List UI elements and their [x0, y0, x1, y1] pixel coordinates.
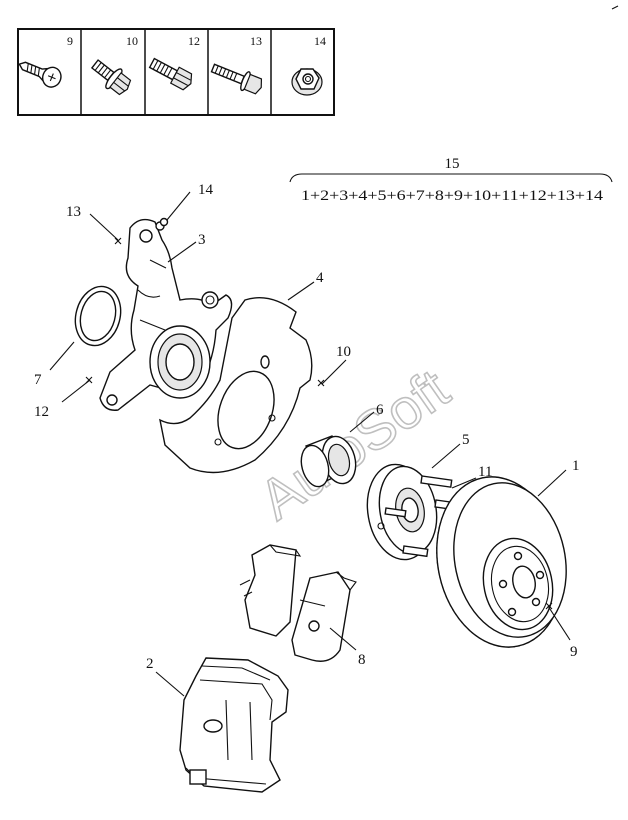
- table-cell-14: 14: [291, 34, 326, 96]
- callout-10: 10: [336, 344, 351, 360]
- brake-disc: [436, 476, 567, 648]
- callout-1: 1: [572, 458, 580, 474]
- flange-nut-icon: [291, 68, 323, 96]
- assembly-bracket: [289, 173, 613, 183]
- fastener-markers: [85, 217, 553, 610]
- snap-ring: [74, 285, 122, 347]
- table-cell-10: 10: [90, 34, 138, 96]
- table-cell-12: 12: [148, 34, 200, 91]
- callout-14: 14: [198, 182, 214, 198]
- callout-6: 6: [376, 402, 384, 418]
- callout-12: 12: [34, 404, 49, 420]
- brake-pad-outer: [291, 571, 357, 662]
- table-cell-9: 9: [18, 34, 73, 88]
- table-cell-number: 9: [67, 34, 73, 48]
- brake-caliper: [179, 657, 289, 793]
- phillips-screw-icon: [18, 61, 62, 88]
- callout-2: 2: [146, 656, 154, 672]
- callout-labels: 1 2 3 4 5 6 7 8 9 10 11 12 13 14: [34, 182, 580, 672]
- callout-3: 3: [198, 232, 206, 248]
- table-cell-number: 14: [314, 34, 326, 48]
- table-cell-13: 13: [210, 34, 263, 95]
- table-cell-number: 12: [188, 34, 200, 48]
- assembly-number: 15: [445, 156, 460, 172]
- hex-bolt-icon: [148, 57, 193, 91]
- wheel-bearing: [300, 435, 357, 488]
- callout-13: 13: [66, 204, 81, 220]
- steering-knuckle: [99, 218, 233, 411]
- brake-pad-inner: [239, 544, 302, 637]
- callout-4: 4: [316, 270, 324, 286]
- corner-mark: [611, 5, 619, 10]
- callout-8: 8: [358, 652, 366, 668]
- wheel-hub: [366, 463, 459, 561]
- long-hex-bolt-icon: [210, 63, 263, 95]
- callout-11: 11: [478, 464, 492, 480]
- callout-7: 7: [34, 372, 42, 388]
- fastener-table: 9 10 12: [17, 28, 335, 116]
- flange-bolt-icon: [90, 59, 132, 96]
- table-cell-number: 13: [250, 34, 262, 48]
- assembly-formula: 1+2+3+4+5+6+7+8+9+10+11+12+13+14: [301, 188, 604, 204]
- dust-shield: [159, 297, 313, 474]
- leader-lines: [49, 191, 571, 697]
- callout-5: 5: [462, 432, 470, 448]
- table-cell-number: 10: [126, 34, 138, 48]
- callout-9: 9: [570, 644, 578, 660]
- assembly-callout: 15 1+2+3+4+5+6+7+8+9+10+11+12+13+14: [289, 156, 613, 204]
